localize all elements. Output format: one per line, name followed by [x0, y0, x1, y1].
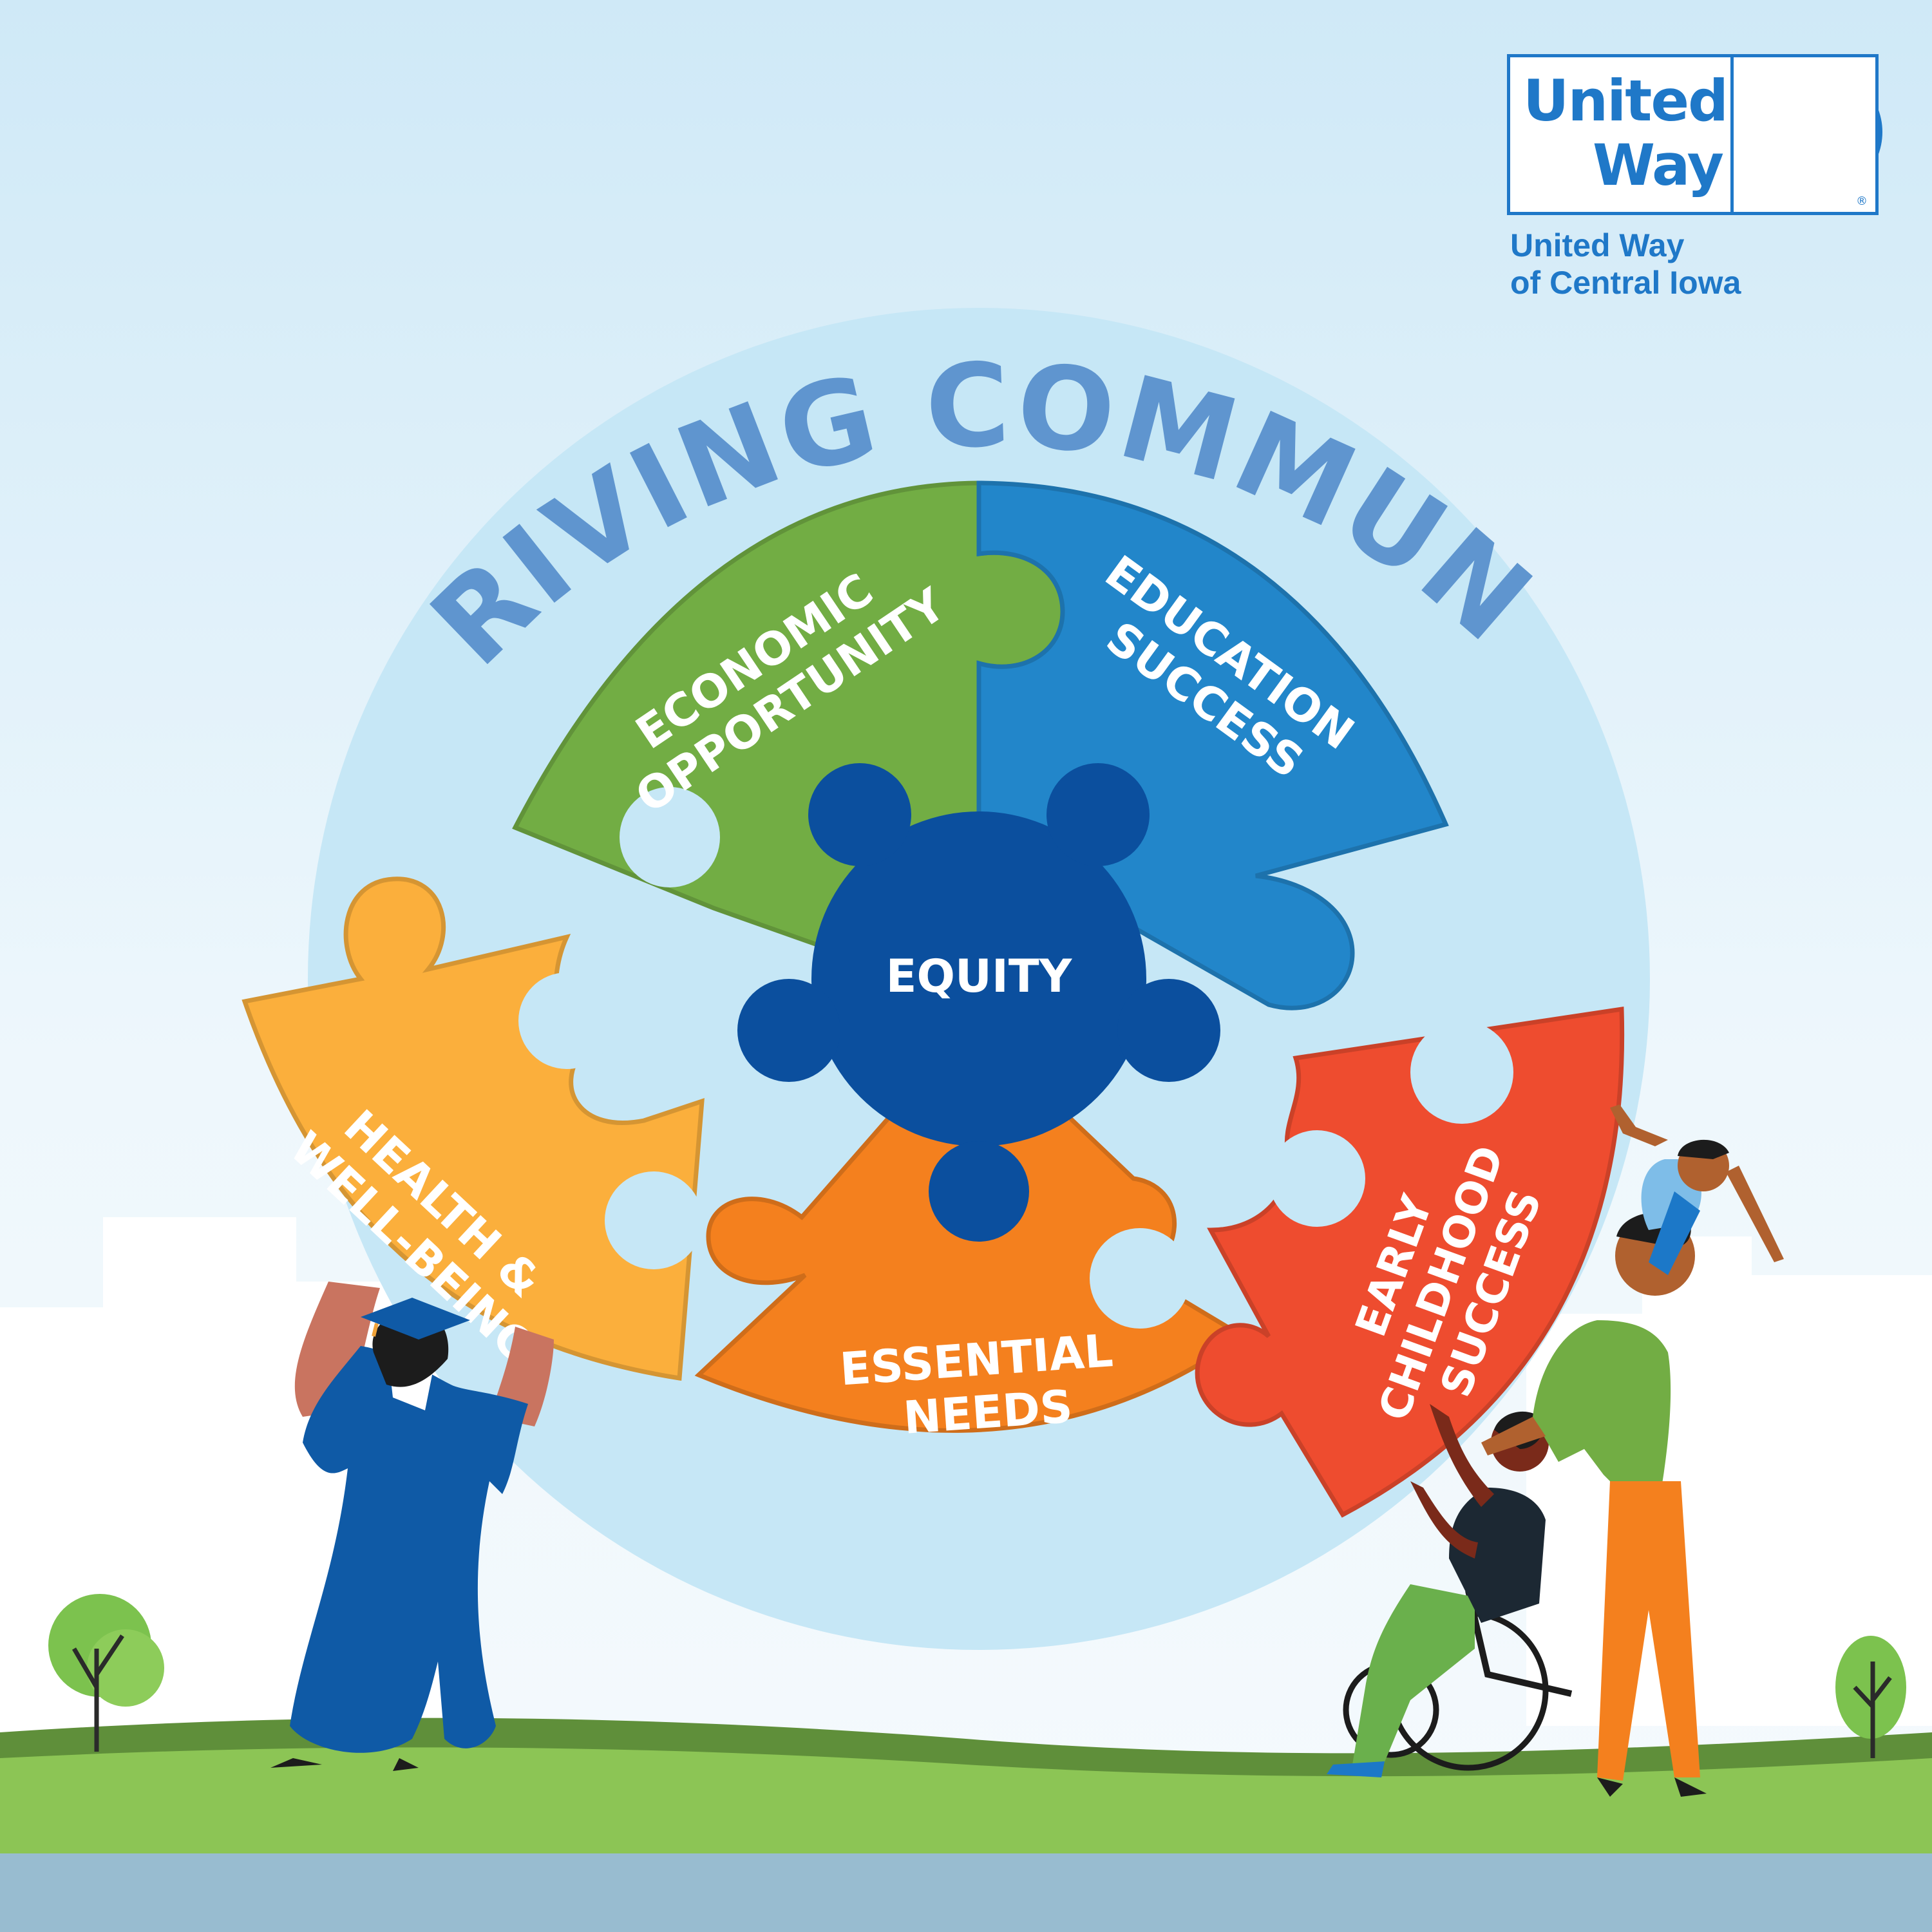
org-name-line2: of Central Iowa	[1510, 265, 1741, 301]
united-way-logo: United Way ®	[1507, 54, 1879, 215]
logo-word-way: Way	[1593, 132, 1724, 198]
puzzle-piece-essential-needs	[694, 1112, 1247, 1433]
parent-with-child-figure	[1481, 1104, 1784, 1797]
organization-name: United Way of Central Iowa	[1510, 227, 1741, 301]
puzzle-piece-health-well-being	[242, 876, 705, 1381]
svg-text:ESSENTIAL NEEDS: ESSENTIAL NEEDS	[838, 1323, 1134, 1449]
logo-divider	[1730, 57, 1734, 212]
essential-line2: NEEDS	[902, 1380, 1074, 1444]
puzzle-piece-equity	[737, 763, 1220, 1242]
org-name-line1: United Way	[1510, 227, 1685, 263]
logo-word-united: United	[1523, 68, 1728, 134]
graduate-figure	[270, 1282, 554, 1771]
equity-label: EQUITY	[886, 950, 1073, 1003]
logo-registered-mark: ®	[1856, 194, 1868, 208]
tree-left	[48, 1594, 164, 1752]
path-strip	[0, 1853, 1932, 1932]
puzzle-piece-early-childhood-success	[1195, 1006, 1625, 1518]
tree-right	[1835, 1636, 1906, 1758]
